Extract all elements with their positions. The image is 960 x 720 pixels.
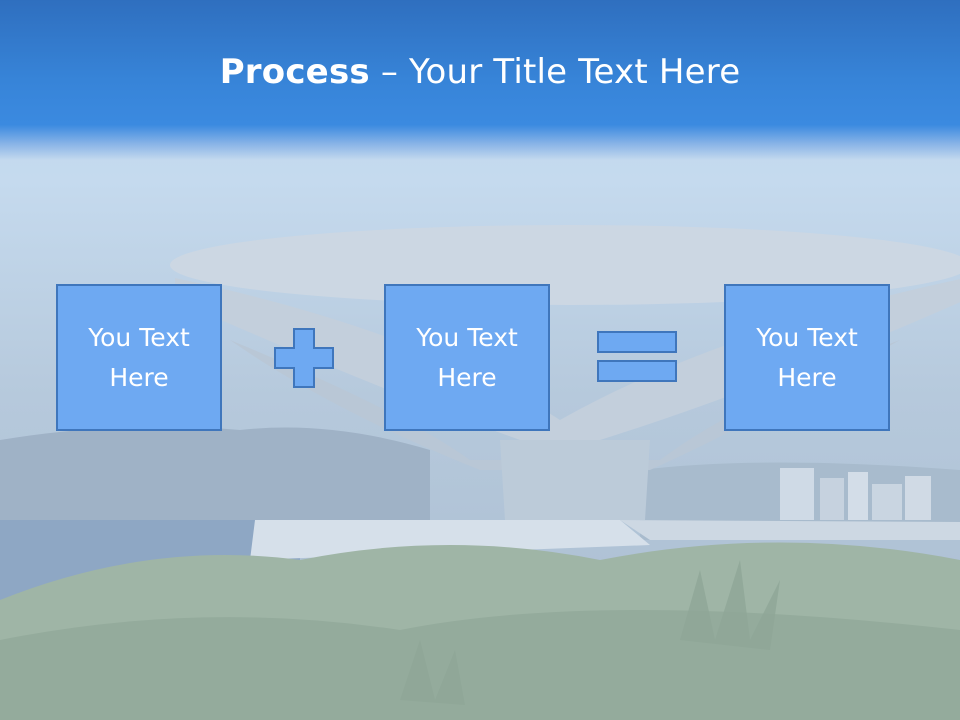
slide-title-bold: Process	[219, 52, 370, 92]
slide-title: Process – Your Title Text Here	[0, 52, 960, 92]
process-box-2[interactable]: You Text Here	[384, 284, 550, 431]
process-box-2-text: You Text Here	[416, 322, 518, 392]
slide-title-rest: – Your Title Text Here	[369, 52, 741, 92]
process-box-3-text: You Text Here	[756, 322, 858, 392]
process-box-1-text: You Text Here	[88, 322, 190, 392]
title-bar	[0, 0, 960, 160]
process-box-1[interactable]: You Text Here	[56, 284, 222, 431]
process-box-3[interactable]: You Text Here	[724, 284, 890, 431]
plus-icon	[274, 328, 334, 388]
equals-icon	[597, 331, 677, 382]
